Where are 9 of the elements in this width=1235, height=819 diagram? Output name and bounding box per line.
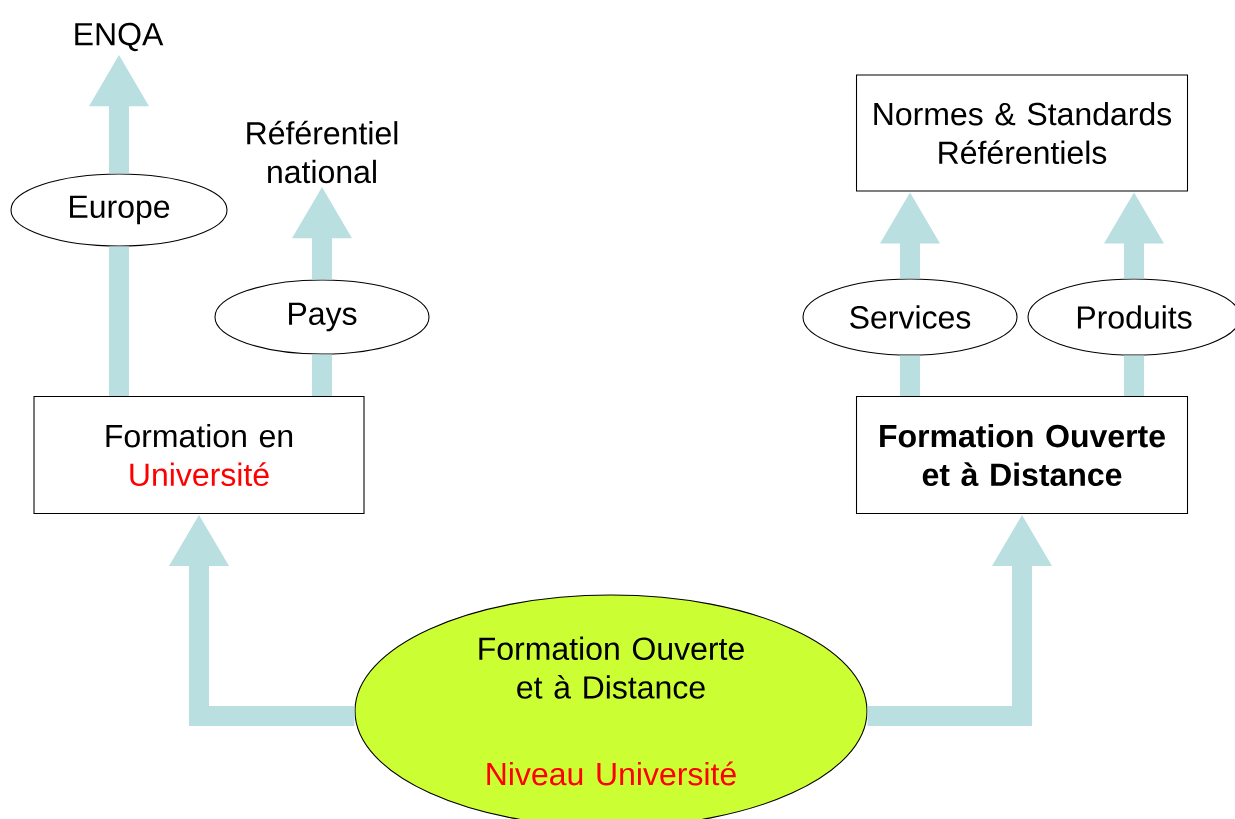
connector — [900, 355, 920, 396]
process-box: Formation en Université — [33, 395, 365, 515]
connector — [109, 246, 129, 396]
process-box: Formation Ouverte et à Distance — [855, 395, 1189, 515]
process-box: Normes & Standards Référentiels — [855, 74, 1189, 192]
label-text: ENQA — [75, 22, 164, 52]
label-text: Référentiel national — [247, 120, 398, 184]
connector — [312, 354, 332, 396]
connector — [1124, 355, 1144, 396]
